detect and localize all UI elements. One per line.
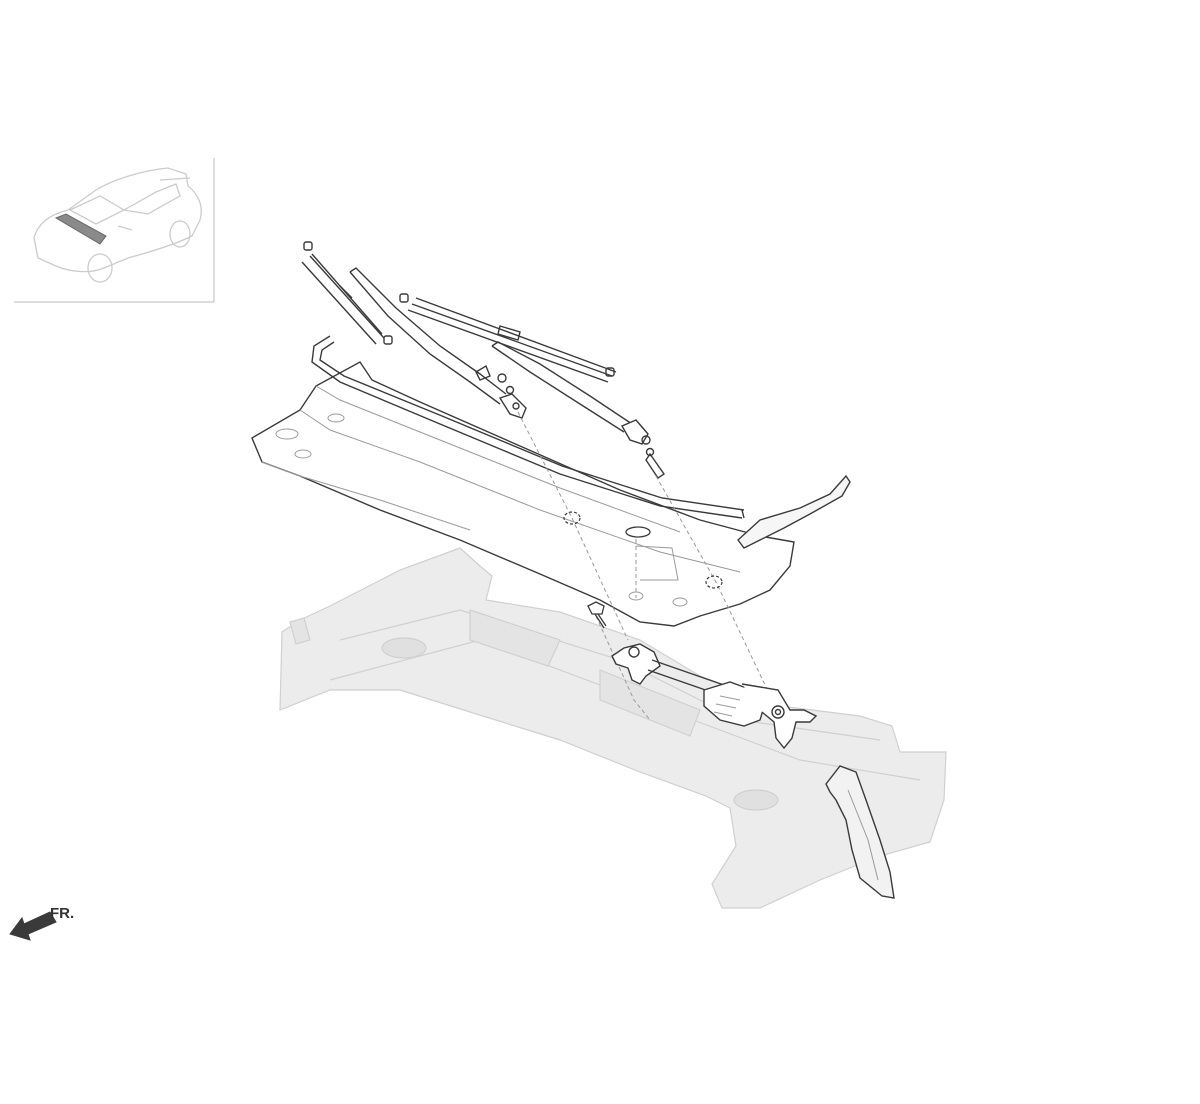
assembly-points bbox=[563, 511, 723, 589]
vehicle-silhouette-icon bbox=[33, 167, 202, 283]
side-extension-panel bbox=[825, 765, 895, 899]
cowl-side-panel bbox=[737, 474, 851, 549]
direction-indicator: FR. bbox=[9, 905, 74, 941]
wiper-motor-linkage bbox=[611, 643, 818, 750]
mounting-bolt bbox=[587, 601, 607, 629]
front-direction-arrow-icon bbox=[9, 911, 57, 941]
wiper-arm-left bbox=[349, 267, 527, 419]
direction-label: FR. bbox=[50, 905, 74, 922]
grommet-cap bbox=[625, 526, 651, 538]
body-structure-ghost bbox=[279, 547, 947, 909]
cowl-top-panel bbox=[251, 361, 795, 627]
wiper-arm-right bbox=[491, 341, 665, 479]
wiper-blade-right bbox=[399, 293, 617, 383]
cowl-location-highlight bbox=[54, 213, 107, 245]
locator-inset bbox=[14, 158, 215, 303]
assembly-leader-lines bbox=[517, 411, 777, 721]
wiper-blade-left bbox=[301, 241, 393, 345]
weatherstrip-seal bbox=[311, 335, 745, 519]
